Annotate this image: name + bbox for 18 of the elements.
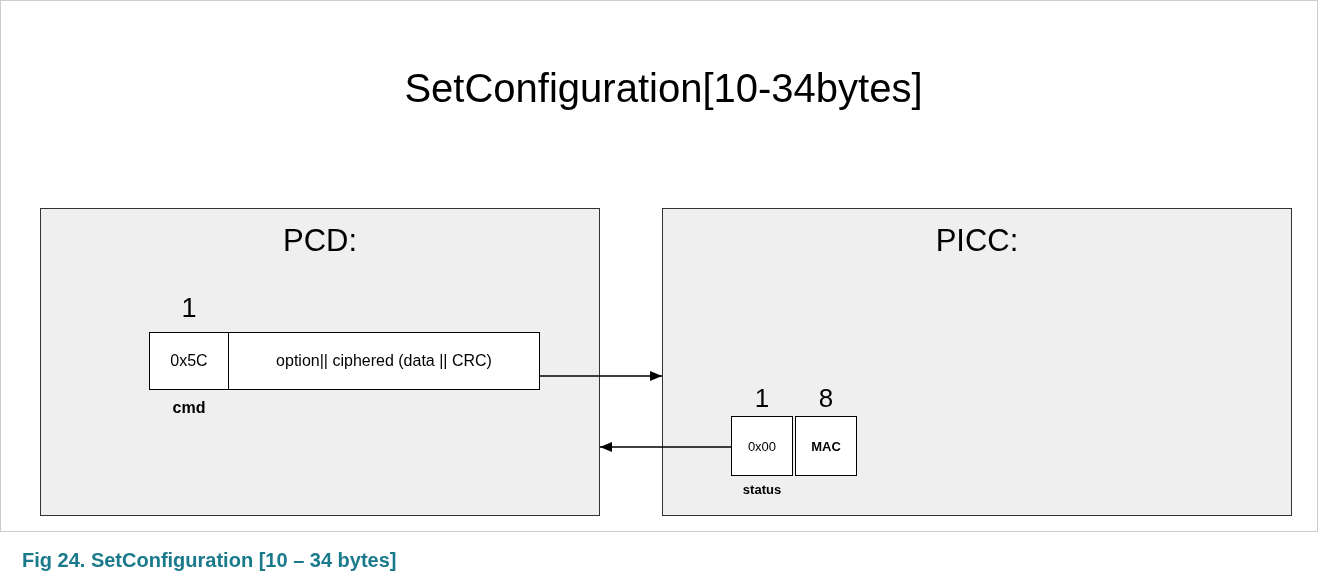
frame-field: [228, 332, 540, 390]
figure-caption: Fig 24. SetConfiguration [10 – 34 bytes]: [22, 549, 397, 572]
panel-title: PCD:: [281, 223, 359, 259]
arrow: [599, 442, 732, 452]
field-value: 0x5C: [170, 352, 208, 370]
arrow: [539, 371, 663, 381]
byte-count: 1: [180, 293, 198, 324]
diagram-title: SetConfiguration[10-34bytes]: [403, 66, 924, 111]
field-value: option|| ciphered (data || CRC): [276, 352, 492, 370]
byte-count: 8: [817, 383, 835, 414]
field-name: cmd: [171, 399, 207, 417]
field-name: status: [741, 482, 783, 497]
panel: [40, 208, 600, 516]
byte-count: 1: [753, 383, 771, 414]
panel: [662, 208, 1292, 516]
panel-title: PICC:: [934, 223, 1020, 259]
field-value: 0x00: [747, 438, 777, 454]
field-value: MAC: [811, 438, 841, 454]
